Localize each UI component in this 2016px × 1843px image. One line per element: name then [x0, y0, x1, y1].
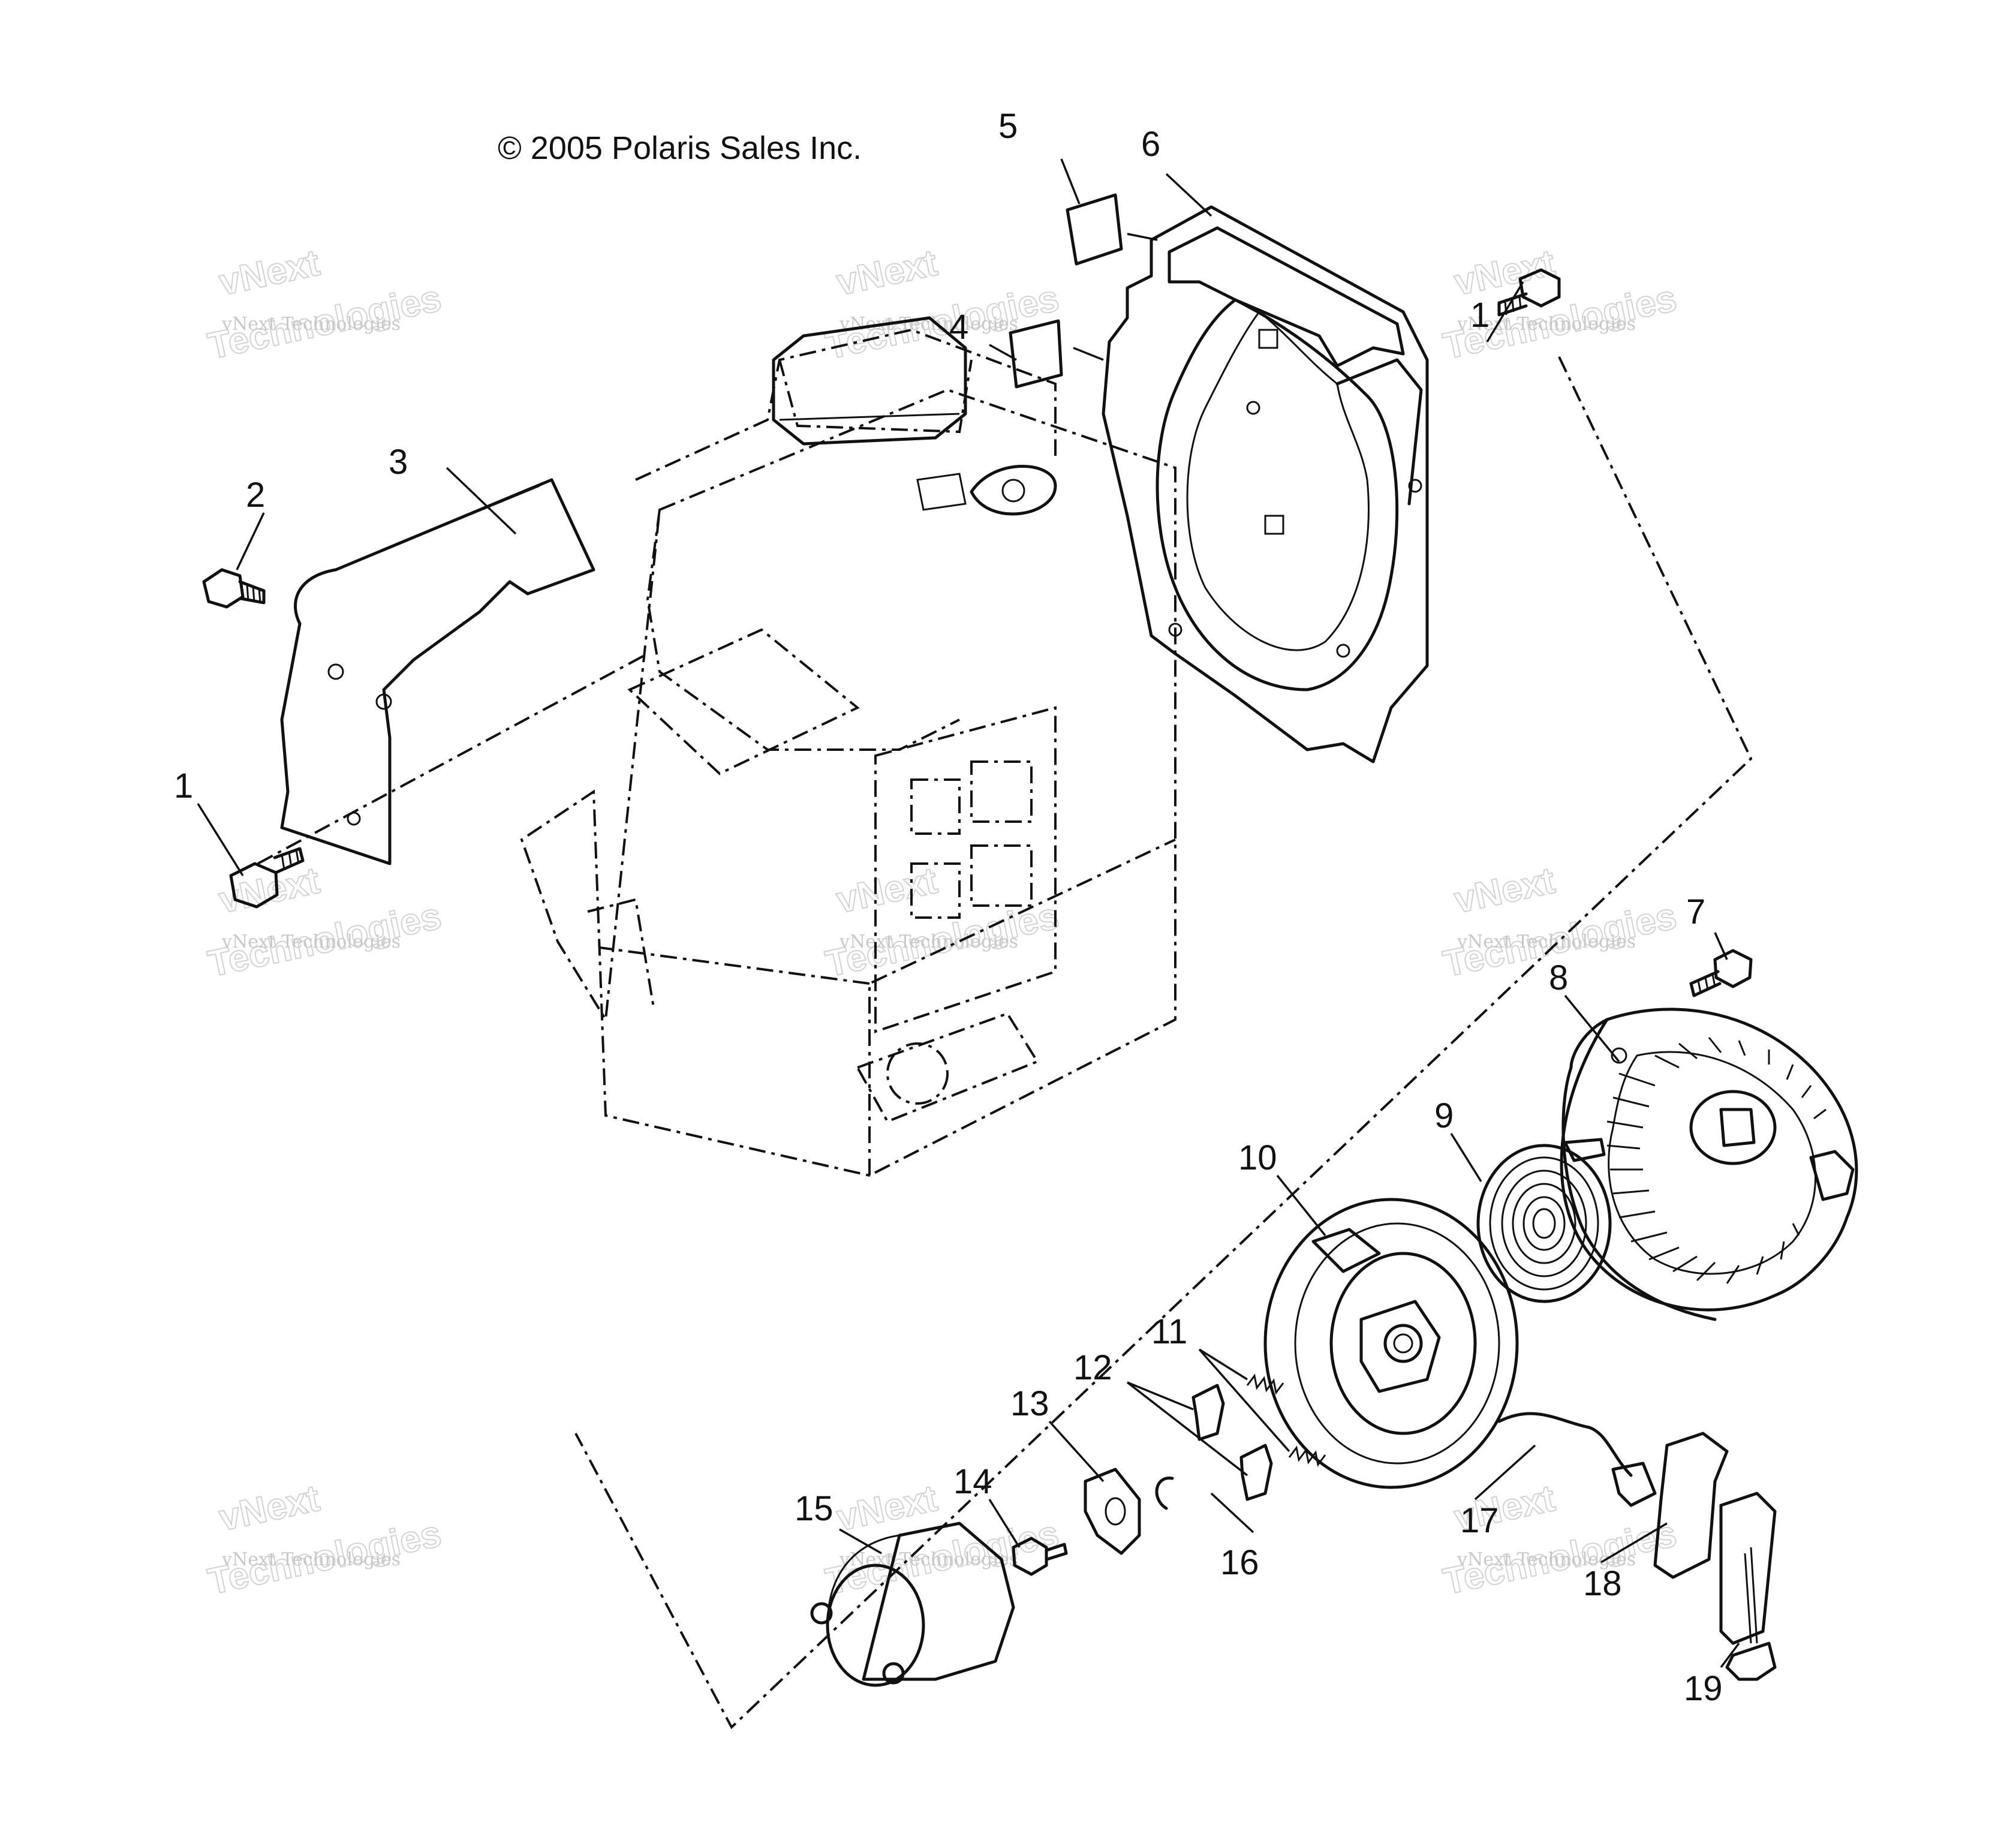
svg-text:vNext Technologies: vNext Technologies	[221, 314, 401, 335]
callout-4: 4	[949, 308, 968, 347]
callout-3: 3	[389, 443, 408, 482]
svg-text:vNext: vNext	[215, 242, 323, 304]
callout-19: 19	[1684, 1669, 1723, 1708]
part-11-springs	[1246, 1373, 1326, 1467]
part-15-starter-cup	[810, 1522, 1015, 1687]
callout-15: 15	[795, 1489, 834, 1528]
part-2-bolt	[202, 568, 266, 609]
part-10-pulley	[1263, 1198, 1519, 1489]
svg-text:vNext Technologies: vNext Technologies	[1457, 314, 1636, 335]
watermark: vNext Technologies vNext Technologies	[822, 859, 1063, 986]
part-18-handle	[1611, 1432, 1729, 1579]
part-1-bolt-left	[229, 847, 305, 909]
svg-text:vNext: vNext	[215, 1478, 323, 1540]
part-8-recoil-cover	[1560, 1008, 1858, 1321]
callout-6: 6	[1141, 125, 1160, 164]
cover-alignment-line	[257, 653, 648, 865]
callout-14: 14	[953, 1462, 992, 1501]
copyright-text: © 2005 Polaris Sales Inc.	[498, 130, 862, 166]
watermark: vNext Technologies vNext Technologies	[1439, 242, 1681, 368]
part-12-pawl-a	[1191, 1384, 1225, 1441]
svg-text:vNext: vNext	[833, 860, 941, 922]
callout-16: 16	[1220, 1543, 1259, 1582]
part-19-handle-insert	[1719, 1492, 1777, 1681]
callout-9: 9	[1434, 1096, 1454, 1135]
gasket-4-to-shroud-line	[1073, 347, 1104, 361]
assembly-outline	[574, 356, 1753, 1730]
part-16-clip	[1155, 1477, 1174, 1510]
watermark: vNext Technologies vNext Technologies	[204, 1477, 446, 1604]
part-14-screw	[1012, 1537, 1068, 1576]
callout-8: 8	[1549, 958, 1568, 997]
part-13-friction-plate	[1084, 1468, 1141, 1555]
leader-lines	[197, 158, 1740, 1668]
svg-text:vNext Technologies: vNext Technologies	[839, 931, 1018, 952]
svg-text:vNext: vNext	[833, 242, 941, 304]
part-4-gasket	[1009, 319, 1063, 389]
svg-text:vNext Technologies: vNext Technologies	[221, 931, 401, 952]
callout-7: 7	[1686, 892, 1705, 931]
part-5-gasket	[1066, 193, 1123, 266]
callout-17: 17	[1460, 1501, 1499, 1540]
watermark: vNext Technologies vNext Technologies	[204, 242, 446, 368]
svg-text:vNext Technologies: vNext Technologies	[221, 1549, 401, 1570]
callout-2: 2	[246, 476, 265, 515]
part-12-pawl-b	[1239, 1444, 1273, 1501]
engine-block	[520, 328, 1176, 1177]
part-3-cover-plate	[280, 478, 595, 865]
callout-11: 11	[1151, 1312, 1187, 1351]
callout-18: 18	[1583, 1564, 1622, 1603]
part-9-spiral-spring	[1476, 1138, 1612, 1303]
watermark: vNext Technologies vNext Technologies	[822, 242, 1063, 368]
part-17-rope	[1497, 1412, 1633, 1477]
callout-13: 13	[1010, 1384, 1049, 1423]
callout-5: 5	[998, 107, 1018, 146]
engine-top-cap	[772, 316, 1057, 516]
callout-labels: 1 2 3 4 5 6 1 7 8 9 10 11 12 13 14 15 16…	[174, 107, 1723, 1708]
callout-1-right: 1	[1470, 296, 1490, 335]
watermark: vNext Technologies vNext Technologies	[204, 859, 446, 986]
svg-text:vNext: vNext	[1451, 242, 1558, 304]
callout-10: 10	[1238, 1138, 1277, 1177]
svg-text:vNext Technologies: vNext Technologies	[1457, 931, 1636, 952]
svg-text:vNext: vNext	[1451, 860, 1558, 922]
part-6-blower-shroud	[1102, 205, 1429, 763]
callout-1-left: 1	[174, 766, 193, 805]
callout-12: 12	[1073, 1348, 1112, 1387]
part-7-bolt	[1689, 949, 1753, 997]
